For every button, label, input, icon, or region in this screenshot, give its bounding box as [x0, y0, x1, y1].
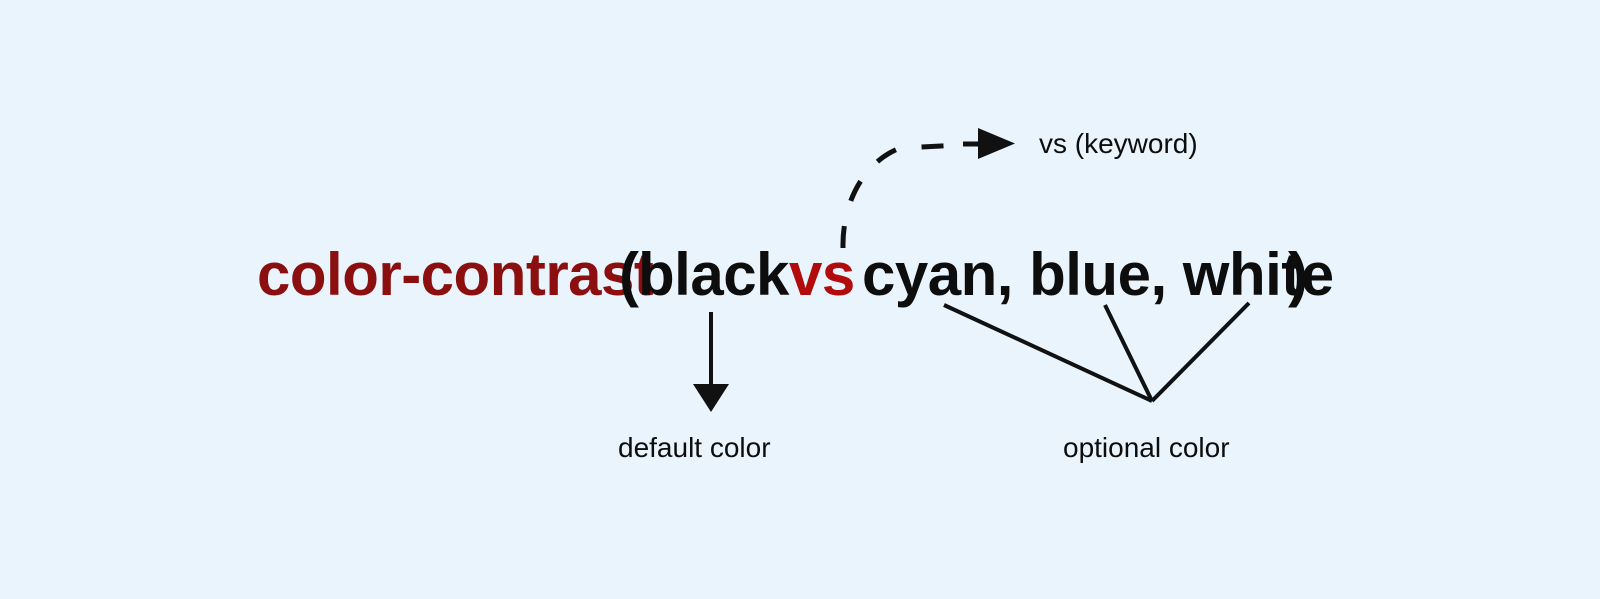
default-annotation-label: default color	[618, 432, 771, 463]
formula-default-color-token: black	[638, 241, 790, 308]
keyword-annotation-label: vs (keyword)	[1039, 128, 1198, 159]
optional-line-cyan	[943, 303, 1153, 403]
formula-function-name: color-contrast	[257, 241, 654, 308]
optional-connector-group	[943, 301, 1251, 403]
default-connector-group	[693, 312, 729, 412]
keyword-arrowhead-icon	[978, 128, 1015, 159]
optional-annotation-label: optional color	[1063, 432, 1230, 463]
formula-optional-colors-token: cyan, blue, white	[862, 241, 1334, 308]
formula-open-paren: (	[619, 241, 639, 308]
optional-line-blue	[1103, 304, 1154, 402]
formula-keyword-vs: vs	[789, 241, 855, 308]
default-arrowhead-icon	[693, 384, 729, 412]
formula-close-paren: )	[1288, 241, 1307, 308]
keyword-dashed-curve	[840, 142, 964, 249]
keyword-connector-group	[840, 128, 1015, 249]
optional-line-white	[1150, 301, 1251, 403]
formula-group: color-contrast ( black vs cyan, blue, wh…	[257, 241, 1334, 308]
